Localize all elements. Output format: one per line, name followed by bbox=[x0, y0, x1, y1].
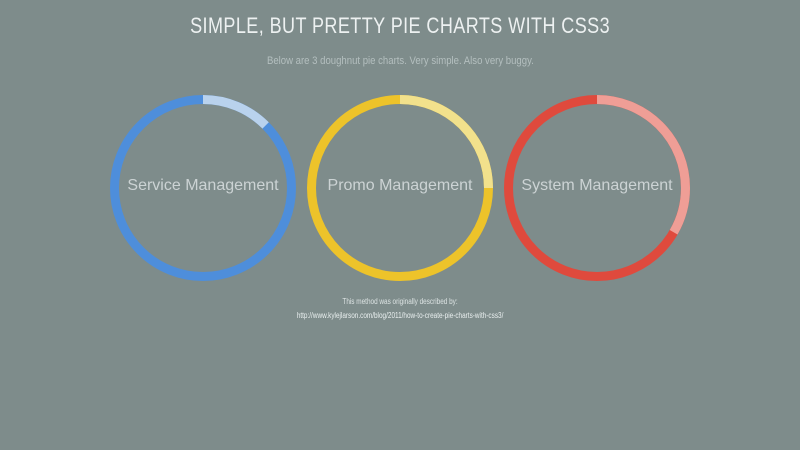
doughnut-chart-system: System Management bbox=[504, 95, 690, 282]
page-subtitle: Below are 3 doughnut pie charts. Very si… bbox=[0, 55, 800, 68]
footer-note: This method was originally described by: bbox=[0, 296, 800, 308]
footer: This method was originally described by:… bbox=[0, 296, 800, 322]
doughnut-chart-service: Service Management bbox=[110, 95, 296, 282]
page-subtitle-text: Below are 3 doughnut pie charts. Very si… bbox=[266, 55, 534, 68]
footer-link-text: http://www.kylejlarson.com/blog/2011/how… bbox=[296, 311, 504, 321]
doughnut-chart-promo: Promo Management bbox=[307, 95, 493, 282]
page-title: SIMPLE, BUT PRETTY PIE CHARTS WITH CSS3 bbox=[0, 0, 800, 38]
doughnut-ring bbox=[110, 95, 296, 282]
page-title-text: SIMPLE, BUT PRETTY PIE CHARTS WITH CSS3 bbox=[190, 13, 610, 38]
footer-note-text: This method was originally described by: bbox=[342, 297, 458, 307]
footer-link[interactable]: http://www.kylejlarson.com/blog/2011/how… bbox=[271, 311, 529, 320]
doughnut-ring bbox=[307, 95, 493, 282]
doughnut-ring bbox=[504, 95, 690, 282]
charts-row: Service Management Promo Management Syst… bbox=[0, 95, 800, 282]
